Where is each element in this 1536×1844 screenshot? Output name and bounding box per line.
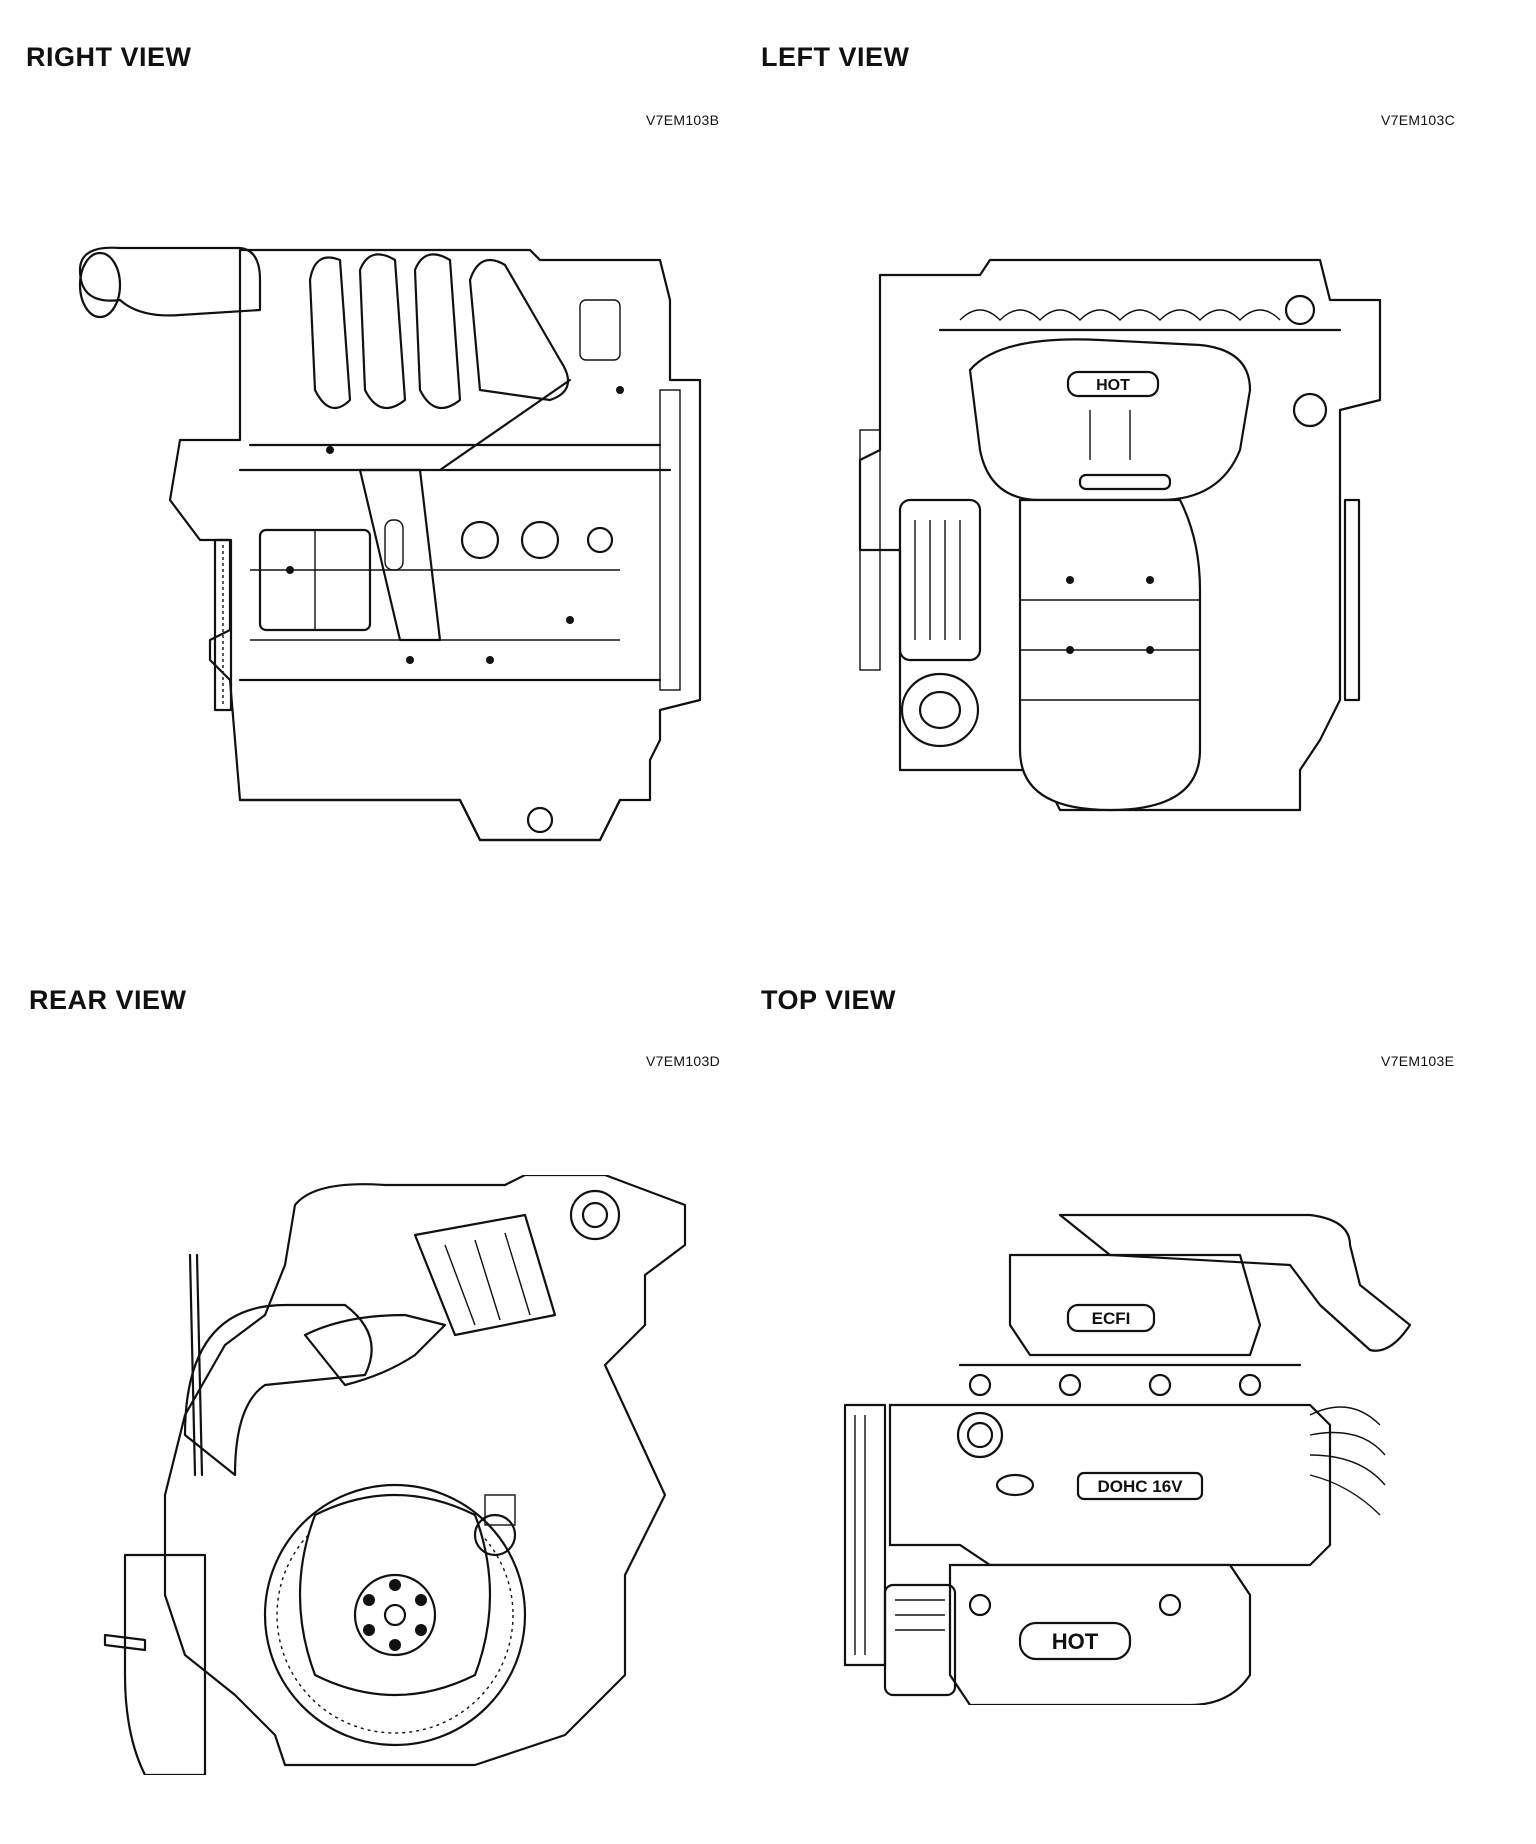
rear-view-title: REAR VIEW (29, 985, 187, 1015)
top-view-figure-code: V7EM103E (1381, 1053, 1455, 1069)
left-hot-badge-frame (1066, 370, 1160, 398)
top-hot-badge: HOT (1052, 1629, 1099, 1654)
top-ecfi-badge-frame (1066, 1303, 1156, 1333)
left-view-engine-drawing: HOT (840, 250, 1400, 835)
top-view-title: TOP VIEW (761, 985, 897, 1015)
left-view-figure-code: V7EM103C (1381, 112, 1455, 128)
left-hot-badge: HOT (1096, 377, 1130, 394)
rear-view-figure-code: V7EM103D (646, 1053, 720, 1069)
right-view-engine-drawing (60, 240, 720, 855)
right-view-figure-code: V7EM103B (646, 112, 720, 128)
left-view-title: LEFT VIEW (761, 42, 910, 72)
top-view-engine-drawing: ECFI DOHC 16V HOT (830, 1205, 1420, 1710)
right-view-title: RIGHT VIEW (26, 42, 192, 72)
rear-view-engine-drawing (85, 1173, 705, 1780)
top-ecfi-badge: ECFI (1092, 1309, 1131, 1328)
top-dohc-badge: DOHC 16V (1097, 1477, 1183, 1496)
top-hot-badge-frame (1018, 1621, 1132, 1661)
top-dohc-badge-frame (1076, 1471, 1204, 1501)
